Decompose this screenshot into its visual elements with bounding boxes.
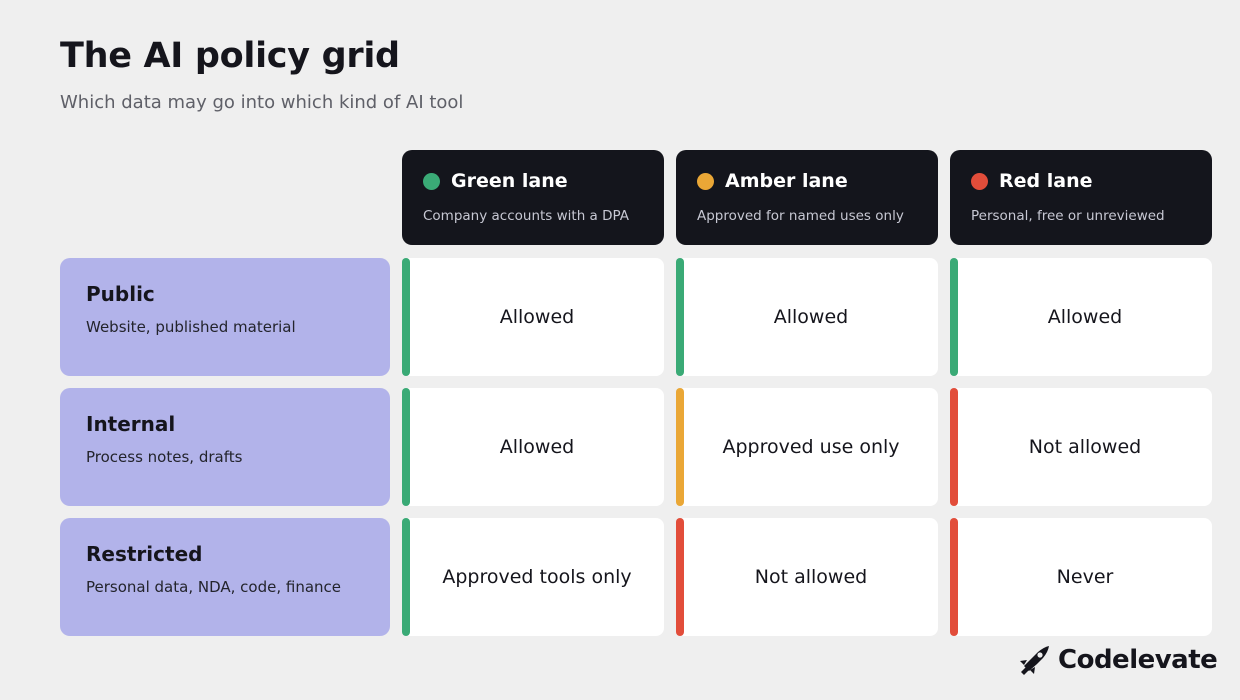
- brand-name: Codelevate: [1058, 645, 1218, 675]
- status-bar: [402, 388, 410, 506]
- policy-cell-internal-red: Not allowed: [950, 388, 1212, 506]
- policy-cell-restricted-amber: Not allowed: [676, 518, 938, 636]
- policy-status: Not allowed: [754, 566, 868, 588]
- lane-description: Company accounts with a DPA: [423, 208, 630, 224]
- lane-header-amber: Amber lane Approved for named uses only: [676, 150, 938, 245]
- status-bar: [402, 258, 410, 376]
- status-bar: [676, 388, 684, 506]
- lane-name: Amber lane: [725, 170, 848, 192]
- amber-status-dot-icon: [697, 172, 714, 190]
- lane-name: Red lane: [999, 170, 1093, 192]
- policy-cell-public-amber: Allowed: [676, 258, 938, 376]
- lane-name: Green lane: [451, 170, 568, 192]
- status-bar: [950, 258, 958, 376]
- status-bar: [676, 258, 684, 376]
- status-bar: [950, 518, 958, 636]
- policy-status: Allowed: [499, 436, 575, 458]
- row-label-public: Public Website, published material: [60, 258, 390, 376]
- policy-status: Approved use only: [722, 436, 900, 458]
- row-label-restricted: Restricted Personal data, NDA, code, fin…: [60, 518, 390, 636]
- policy-status: Never: [1056, 566, 1114, 588]
- policy-cell-restricted-green: Approved tools only: [402, 518, 664, 636]
- policy-status: Allowed: [1047, 306, 1123, 328]
- page-title: The AI policy grid: [60, 36, 400, 76]
- status-bar: [950, 388, 958, 506]
- lane-description: Approved for named uses only: [697, 208, 904, 224]
- green-status-dot-icon: [423, 172, 440, 190]
- policy-status: Approved tools only: [442, 566, 632, 588]
- policy-cell-internal-amber: Approved use only: [676, 388, 938, 506]
- lane-header-green: Green lane Company accounts with a DPA: [402, 150, 664, 245]
- policy-status: Not allowed: [1028, 436, 1142, 458]
- row-label-internal: Internal Process notes, drafts: [60, 388, 390, 506]
- status-bar: [402, 518, 410, 636]
- row-description: Process notes, drafts: [86, 448, 243, 466]
- red-status-dot-icon: [971, 172, 988, 190]
- row-description: Personal data, NDA, code, finance: [86, 578, 341, 596]
- policy-cell-internal-green: Allowed: [402, 388, 664, 506]
- policy-status: Allowed: [499, 306, 575, 328]
- policy-cell-public-red: Allowed: [950, 258, 1212, 376]
- brand-logo: Codelevate: [1018, 644, 1218, 676]
- lane-description: Personal, free or unreviewed: [971, 208, 1165, 224]
- policy-cell-restricted-red: Never: [950, 518, 1212, 636]
- row-name: Restricted: [86, 542, 203, 566]
- status-bar: [676, 518, 684, 636]
- rocket-icon: [1020, 646, 1049, 675]
- page-subtitle: Which data may go into which kind of AI …: [60, 92, 464, 113]
- policy-cell-public-green: Allowed: [402, 258, 664, 376]
- policy-status: Allowed: [773, 306, 849, 328]
- row-name: Internal: [86, 412, 176, 436]
- row-name: Public: [86, 282, 155, 306]
- lane-header-red: Red lane Personal, free or unreviewed: [950, 150, 1212, 245]
- row-description: Website, published material: [86, 318, 296, 336]
